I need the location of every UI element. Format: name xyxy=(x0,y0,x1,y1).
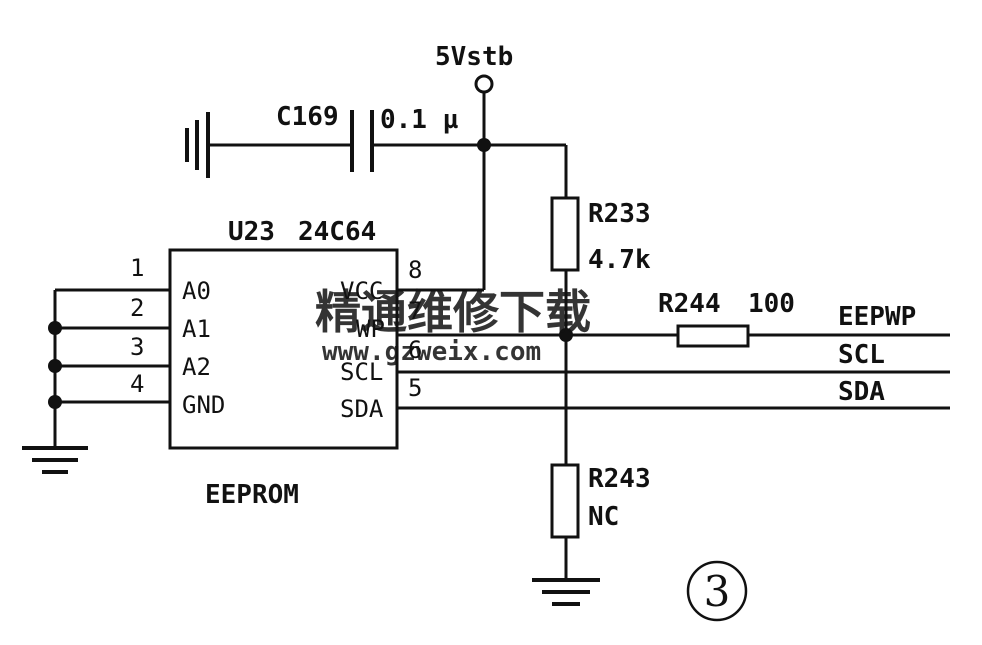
pin-5-name: SDA xyxy=(340,395,384,423)
ic-u23-body xyxy=(168,248,399,450)
pin-3-name: A2 xyxy=(182,353,211,381)
pin-4-number: 4 xyxy=(130,370,144,398)
pin-2-number: 2 xyxy=(130,294,144,322)
pin-6-name: SCL xyxy=(340,358,383,386)
r233-ref: R233 xyxy=(588,199,651,229)
ic-ref: U23 xyxy=(228,217,275,247)
watermark-url: www.gzweix.com xyxy=(322,337,541,367)
supply-terminal xyxy=(474,74,494,94)
capacitor-ref: C169 xyxy=(276,102,339,132)
pin-3-number: 3 xyxy=(130,333,144,361)
junction-gnd xyxy=(48,395,62,409)
resistor-r233 xyxy=(550,196,580,272)
watermark-title: 精通维修下载 xyxy=(315,285,591,339)
signal-scl: SCL xyxy=(838,340,885,370)
pin-4-name: GND xyxy=(182,391,225,419)
pin-7-number: 7 xyxy=(408,297,422,325)
r243-ref: R243 xyxy=(588,464,651,494)
signal-eepwp: EEPWP xyxy=(838,302,916,332)
r233-value: 4.7k xyxy=(588,245,651,275)
r243-ground-icon xyxy=(532,578,600,606)
resistor-r243 xyxy=(550,463,580,539)
supply-label: 5Vstb xyxy=(435,42,513,72)
signal-sda: SDA xyxy=(838,377,885,407)
capacitor-value: 0.1 µ xyxy=(380,105,459,135)
pin-1-number: 1 xyxy=(130,254,144,282)
ic-part: 24C64 xyxy=(298,217,376,247)
capacitor-c169 xyxy=(208,110,484,172)
pin-2-name: A1 xyxy=(182,315,211,343)
ic-ground-icon xyxy=(22,446,88,474)
resistor-r244 xyxy=(676,324,750,348)
r243-value: NC xyxy=(588,502,619,532)
pin-7-name: WP xyxy=(356,315,385,343)
pin-8-number: 8 xyxy=(408,256,422,284)
figure-marker-circle xyxy=(686,560,748,622)
junction-a2 xyxy=(48,359,62,373)
ic-caption: EEPROM xyxy=(205,480,299,510)
pin-1-name: A0 xyxy=(182,277,211,305)
junction-a1 xyxy=(48,321,62,335)
pin-8-name: VCC xyxy=(340,277,383,305)
pin-5-number: 5 xyxy=(408,374,422,402)
pin-6-number: 6 xyxy=(408,336,422,364)
capacitor-ground-icon xyxy=(185,112,210,178)
r244-ref: R244 xyxy=(658,289,721,319)
r244-value: 100 xyxy=(748,289,795,319)
figure-marker: 3 xyxy=(704,567,731,616)
